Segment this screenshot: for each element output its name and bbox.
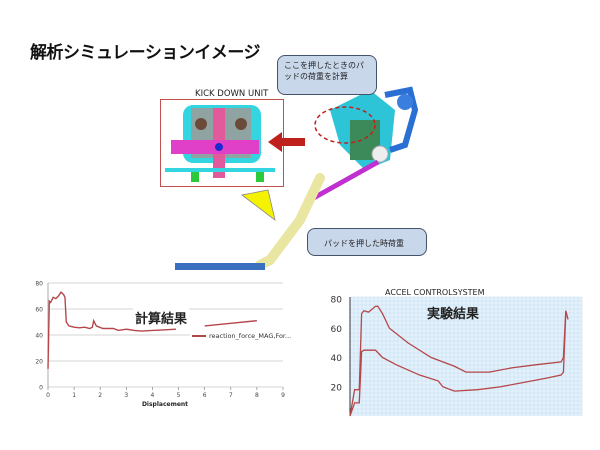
y-tick-label: 20 xyxy=(35,359,43,366)
x-tick-label: 6 xyxy=(203,392,207,399)
x-tick-label: 9 xyxy=(281,392,285,399)
data-line xyxy=(349,305,569,417)
x-tick-label: 3 xyxy=(124,392,128,399)
x-tick-label: 2 xyxy=(98,392,102,399)
y-tick-label: 80 xyxy=(331,296,343,306)
chart2-title: 実験結果 xyxy=(427,307,480,322)
pedal-assembly-drawing xyxy=(175,86,419,270)
y-tick-label: 80 xyxy=(35,281,43,288)
x-axis-label: Displacement xyxy=(142,401,188,408)
y-tick-label: 20 xyxy=(331,383,343,393)
x-tick-label: 1 xyxy=(72,392,76,399)
slide-title: 解析シミュレーションイメージ xyxy=(30,43,260,63)
experiment-chart: 20 40 60 80 xyxy=(331,296,583,417)
yellow-arrow-icon xyxy=(241,189,276,221)
x-tick-label: 7 xyxy=(229,392,233,399)
x-tick-label: 4 xyxy=(151,392,155,399)
x-tick-label: 5 xyxy=(177,392,181,399)
chart1-title: 計算結果 xyxy=(133,308,190,327)
legend-swatch xyxy=(192,335,206,337)
callout-top: ここを押したときのパッドの荷重を計算 xyxy=(277,55,377,95)
kick-down-unit-figure xyxy=(160,99,284,187)
data-line xyxy=(204,320,257,327)
chart2-header: ACCEL CONTROLSYSTEM xyxy=(385,288,485,297)
y-tick-label: 60 xyxy=(331,325,343,335)
y-tick-label: 60 xyxy=(35,307,43,314)
x-tick-label: 8 xyxy=(255,392,259,399)
legend-label: reaction_force_MAG,For... xyxy=(209,332,292,340)
data-line xyxy=(349,313,567,417)
kick-down-unit-label: KICK DOWN UNIT xyxy=(195,89,269,99)
red-arrow-icon xyxy=(268,132,305,152)
y-tick-label: 0 xyxy=(39,385,43,392)
kick-down-unit-drawing xyxy=(165,105,275,182)
y-tick-label: 40 xyxy=(35,333,43,340)
y-tick-label: 40 xyxy=(331,354,343,364)
callout-bottom: パッドを押した時荷重 xyxy=(307,228,427,256)
chart1-legend: reaction_force_MAG,For... xyxy=(190,330,294,342)
x-tick-label: 0 xyxy=(46,392,50,399)
data-line xyxy=(47,291,176,369)
